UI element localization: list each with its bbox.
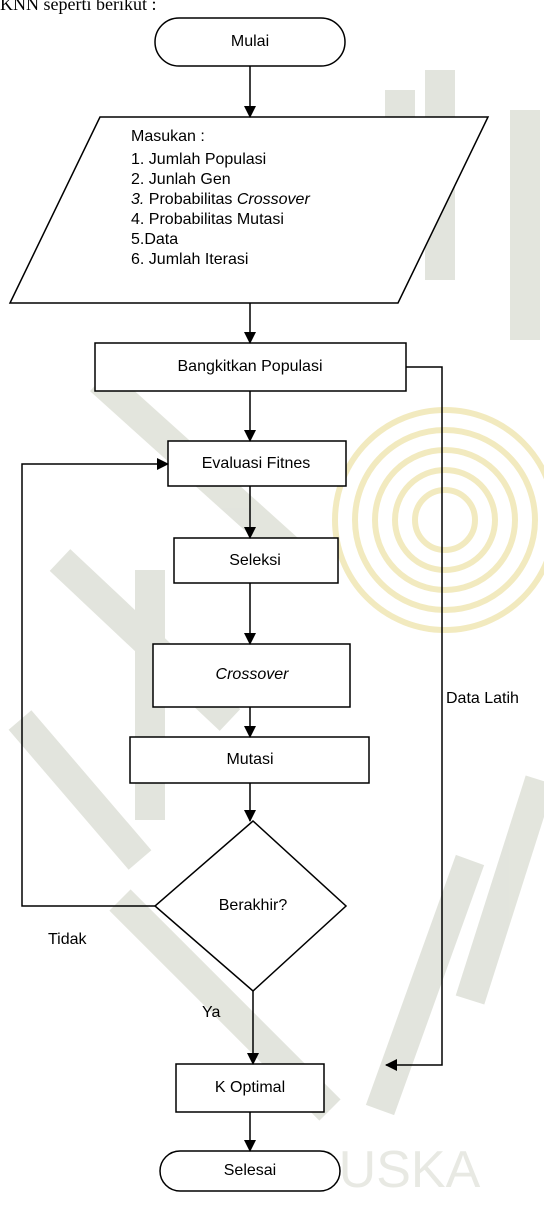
yes-label: Ya bbox=[202, 1004, 221, 1021]
input-heading: Masukan : bbox=[131, 128, 205, 145]
item-number: 6. bbox=[131, 251, 145, 268]
input-item: 2. Junlah Gen bbox=[131, 170, 310, 190]
input-item: 5.Data bbox=[131, 230, 310, 250]
end-label: Selesai bbox=[223, 1162, 277, 1179]
mutate-label: Mutasi bbox=[226, 751, 274, 768]
evaluate-fitness-box bbox=[167, 440, 347, 487]
input-list: 1. Jumlah Populasi 2. Junlah Gen 3. Prob… bbox=[131, 150, 310, 270]
item-number: 1. bbox=[131, 151, 145, 168]
arrow-training-data bbox=[385, 366, 443, 1071]
select-label: Seleksi bbox=[229, 552, 281, 569]
input-item: 3. Probabilitas Crossover bbox=[131, 190, 310, 210]
arrow-decision-no-loop bbox=[21, 458, 169, 907]
end-terminator bbox=[159, 1150, 341, 1192]
item-number: 2. bbox=[131, 171, 145, 188]
item-number: 5. bbox=[131, 231, 145, 248]
item-text: Junlah Gen bbox=[148, 171, 231, 188]
item-text: Jumlah Populasi bbox=[148, 151, 267, 168]
item-text: Probabilitas bbox=[148, 191, 233, 208]
result-label: K Optimal bbox=[214, 1079, 286, 1096]
generate-label: Bangkitkan Populasi bbox=[177, 358, 323, 375]
item-text: Data bbox=[144, 231, 179, 248]
item-text: Probabilitas Mutasi bbox=[148, 211, 284, 228]
item-number: 4. bbox=[131, 211, 145, 228]
start-label: Mulai bbox=[230, 33, 270, 50]
input-item: 4. Probabilitas Mutasi bbox=[131, 210, 310, 230]
selection-box bbox=[173, 537, 339, 584]
input-item: 6. Jumlah Iterasi bbox=[131, 250, 310, 270]
decision-label: Berakhir? bbox=[218, 897, 288, 914]
side-label: Data Latih bbox=[446, 690, 519, 707]
item-number: 3. bbox=[131, 191, 145, 208]
input-parallelogram bbox=[8, 116, 490, 304]
mutation-box bbox=[129, 736, 370, 784]
no-label: Tidak bbox=[48, 931, 87, 948]
intro-text: KNN seperti berikut : bbox=[0, 0, 157, 14]
item-italic-text: Crossover bbox=[236, 191, 310, 208]
evaluate-label: Evaluasi Fitnes bbox=[201, 455, 311, 472]
crossover-label: Crossover bbox=[215, 666, 289, 683]
input-item: 1. Jumlah Populasi bbox=[131, 150, 310, 170]
item-text: Jumlah Iterasi bbox=[148, 251, 249, 268]
